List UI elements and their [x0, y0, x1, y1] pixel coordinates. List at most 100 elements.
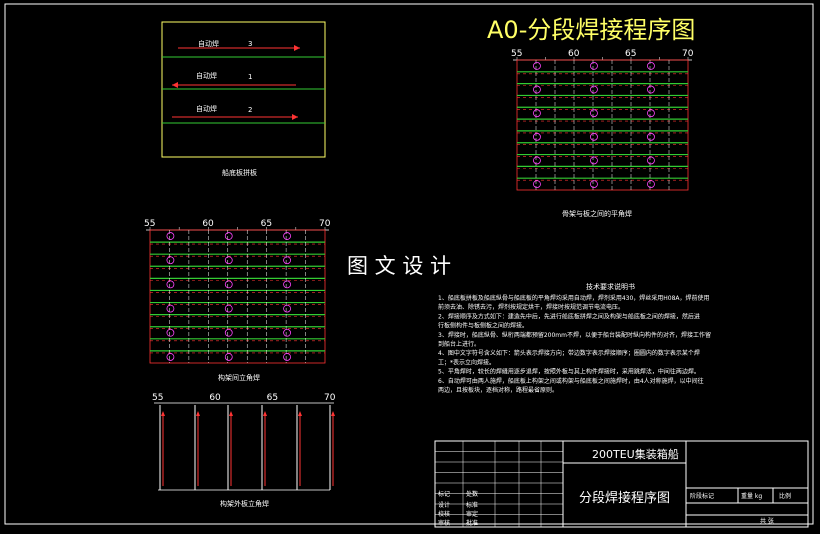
notes-heading: 技术要求说明书 — [586, 282, 635, 291]
grid-border — [149, 229, 326, 364]
sequence-marker-icon — [533, 156, 541, 165]
frame-number: 70 — [682, 49, 694, 59]
watermark-text: 图 文 设 计 — [347, 254, 451, 278]
sequence-marker-icon — [166, 256, 175, 265]
drawing-title: A0-分段焊接程序图 — [487, 16, 695, 44]
std-check-label: 标准 — [466, 501, 478, 509]
frame-number: 70 — [324, 393, 336, 403]
notes-line: 6、自动焊可由两人施焊，船底板上构架之间或构架与船底板之间施焊时，由4人对称施焊… — [438, 377, 704, 385]
weight-label: 重量 kg — [741, 492, 762, 500]
notes-line: 2、焊接顺序及方式如下：建造先中后，先进行船底板拼焊之间及构架与船底板之间的焊接… — [438, 312, 700, 320]
sequence-marker-icon — [283, 353, 291, 361]
designer-label: 设计 — [438, 501, 450, 509]
notes-line: 到船台上进行。 — [438, 340, 480, 348]
sequence-marker-icon — [647, 156, 655, 165]
sequence-marker-icon — [166, 280, 175, 289]
sequence-marker-icon — [166, 232, 175, 240]
notes-line: 3、焊接时，船底纵骨、纵桁两端都预留200mm不焊，以便于船台装配时纵向构件的对… — [438, 331, 711, 339]
notes-line: 两边，且按板块，逐档对称，路程最省原则。 — [438, 386, 558, 394]
sequence-marker-icon — [283, 232, 291, 240]
frame-vertical-weld-grid: 55 60 65 70 — [144, 219, 331, 364]
sequence-marker-icon — [647, 132, 655, 141]
sequence-marker-icon — [224, 256, 233, 265]
sequence-marker-icon — [590, 132, 598, 141]
frame-number: 60 — [202, 219, 214, 229]
sequence-marker-icon — [647, 62, 655, 70]
notes-line: 行板侧构件与板侧板之间的焊接。 — [438, 322, 528, 330]
approve2-label: 批准 — [466, 519, 478, 527]
notes-line: 5、平角焊时，较长的焊缝用逐步退焊，按照外板与其上构件焊接时，采用跳焊法，中间往… — [438, 368, 700, 376]
sequence-marker-icon — [590, 109, 598, 118]
fillet-weld-plan-grid: 55 60 65 70 — [511, 49, 694, 191]
sequence-marker-icon — [224, 280, 233, 289]
sequence-marker-icon — [647, 180, 655, 188]
title-block: 200TEU集装箱船 分段焊接程序图 阶段标记 重量 kg 比例 共 张 标记 … — [434, 440, 809, 528]
row-label: 自动焊 — [198, 39, 219, 48]
notes-line: 前须去油、除锈去污，焊剂按规定烘干，焊接时按规范调节电流电压。 — [438, 303, 624, 311]
sequence-marker-icon — [224, 328, 233, 337]
sequence-marker-icon — [224, 353, 233, 361]
sequence-marker-icon — [166, 353, 175, 361]
notes-line: 工；*表示立向焊接。 — [438, 358, 495, 366]
approver-label: 审核 — [438, 519, 450, 527]
arrow-up-icon — [263, 411, 267, 416]
frame-vertical-caption: 构架间立角焊 — [218, 373, 260, 382]
arrow-left-icon — [172, 82, 178, 88]
notes-line: 1、船底板拼板及船底纵骨与船底板的平角焊均采用自动焊，焊剂采用430，焊丝采用H… — [438, 294, 710, 302]
sheet-label: 共 张 — [760, 517, 774, 525]
row-label: 自动焊 — [196, 104, 217, 113]
frame-number: 70 — [319, 219, 331, 229]
frame-number: 65 — [625, 49, 636, 59]
sequence-marker-icon — [283, 328, 291, 337]
row-order: 3 — [248, 40, 252, 48]
sequence-marker-icon — [283, 256, 291, 265]
sequence-marker-icon — [647, 109, 655, 118]
shell-vertical-caption: 构架外板立角焊 — [220, 499, 269, 508]
row-label: 自动焊 — [196, 71, 217, 80]
row-order: 2 — [248, 106, 252, 114]
sequence-marker-icon — [533, 109, 541, 118]
arrow-up-icon — [298, 411, 302, 416]
review-label: 审定 — [466, 510, 478, 518]
sequence-marker-icon — [224, 304, 233, 313]
drawing-name: 分段焊接程序图 — [579, 490, 670, 506]
technical-notes: 技术要求说明书 1、船底板拼板及船底纵骨与船底板的平角焊均采用自动焊，焊剂采用4… — [438, 282, 711, 394]
frame-number: 60 — [568, 49, 580, 59]
sequence-marker-icon — [166, 328, 175, 337]
sequence-marker-icon — [283, 280, 291, 289]
sequence-marker-icon — [533, 132, 541, 141]
arrow-up-icon — [229, 411, 233, 416]
notes-line: 4、图中文字符号含义如下：箭头表示焊接方向；带边数字表示焊接顺序；圈圆内的数字表… — [438, 349, 700, 357]
frame-number: 65 — [267, 393, 278, 403]
sequence-marker-icon — [283, 304, 291, 313]
frame-number: 55 — [144, 219, 155, 229]
frame-number: 60 — [209, 393, 221, 403]
sequence-marker-icon — [533, 180, 541, 188]
arrow-right-icon — [292, 114, 298, 120]
frame-number: 55 — [511, 49, 522, 59]
sequence-marker-icon — [590, 62, 598, 70]
arrow-up-icon — [331, 411, 335, 416]
grid-border — [516, 59, 689, 191]
sequence-marker-icon — [224, 232, 233, 240]
arrow-right-icon — [294, 45, 300, 51]
drawing-frame — [4, 3, 814, 525]
arrow-up-icon — [196, 411, 200, 416]
frame-number: 65 — [261, 219, 272, 229]
splice-panel-caption: 船底板拼板 — [222, 168, 257, 177]
project-name: 200TEU集装箱船 — [592, 447, 679, 461]
sequence-marker-icon — [533, 85, 541, 94]
row-order: 1 — [248, 73, 252, 81]
marker-label: 标记 — [438, 490, 450, 498]
scale-label: 比例 — [779, 492, 791, 500]
fillet-plan-caption: 骨架与板之间的平角焊 — [562, 209, 632, 218]
title-block-border — [434, 440, 809, 528]
sequence-marker-icon — [590, 180, 598, 188]
sequence-marker-icon — [590, 85, 598, 94]
sequence-marker-icon — [647, 85, 655, 94]
count-label: 处数 — [466, 490, 478, 498]
checker-label: 校核 — [438, 510, 450, 518]
